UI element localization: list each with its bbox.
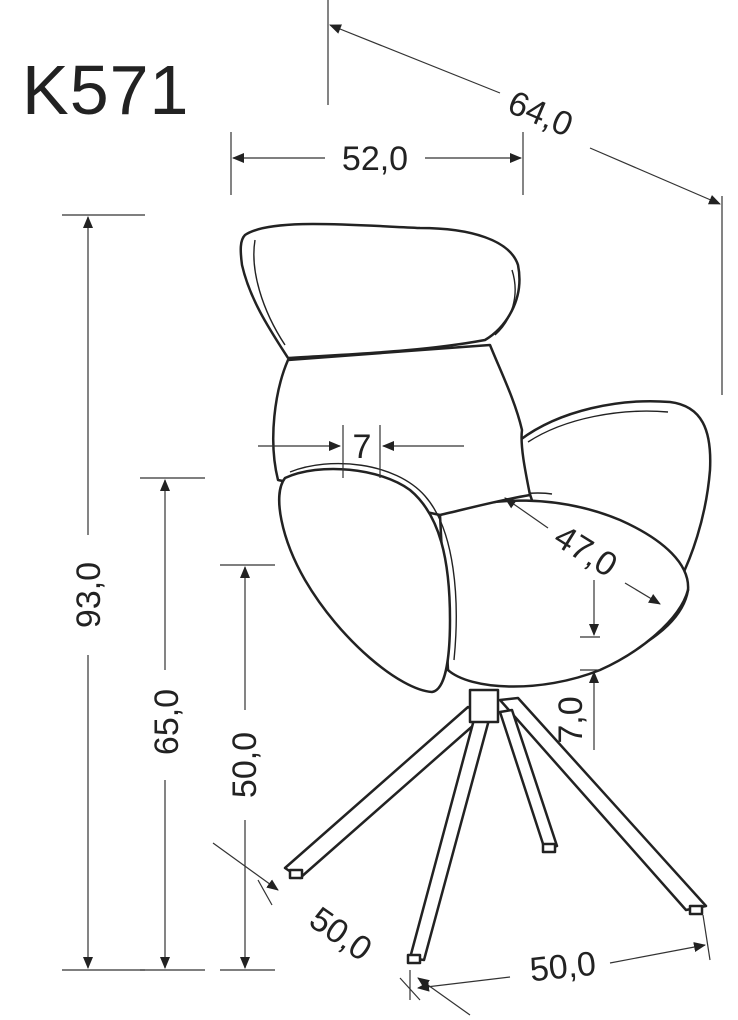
label-height-total: 93,0 bbox=[70, 562, 108, 628]
dimension-width: 52,0 bbox=[230, 132, 524, 195]
label-base-width: 50,0 bbox=[528, 945, 598, 990]
headrest bbox=[239, 222, 521, 360]
dimension-height-total: 93,0 bbox=[62, 214, 145, 971]
chair-legs bbox=[283, 688, 708, 965]
dimension-armrest-height: 65,0 bbox=[140, 477, 205, 971]
label-seat-height: 50,0 bbox=[226, 732, 264, 798]
label-width: 52,0 bbox=[342, 140, 408, 178]
label-base-depth: 50,0 bbox=[303, 900, 379, 969]
dimension-seat-thickness: 7,0 bbox=[552, 580, 600, 750]
left-armrest bbox=[278, 467, 452, 694]
label-seat-thickness: 7,0 bbox=[552, 696, 590, 743]
label-armrest-width: 7 bbox=[353, 428, 372, 466]
label-armrest-height: 65,0 bbox=[148, 689, 186, 755]
dimension-base-width: 50,0 bbox=[409, 914, 711, 1000]
dimension-seat-height: 50,0 bbox=[220, 564, 275, 971]
dimension-armrest-width: 7 bbox=[258, 425, 464, 478]
model-title: K571 bbox=[22, 51, 190, 129]
label-depth-total: 64,0 bbox=[503, 84, 579, 145]
chair-outline bbox=[239, 222, 712, 965]
